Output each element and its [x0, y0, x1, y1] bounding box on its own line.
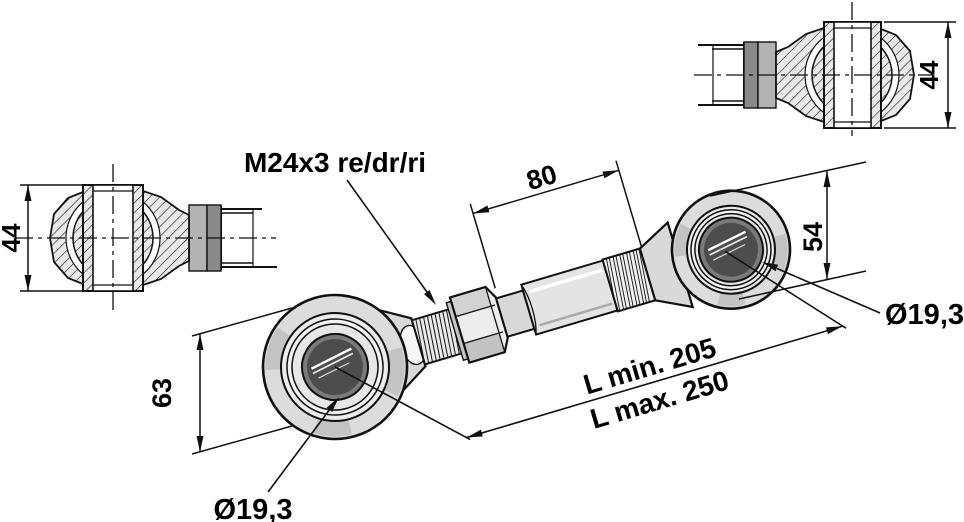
dim-54: 54 — [709, 161, 867, 300]
dim-54-label: 54 — [798, 222, 828, 252]
arrow-up-icon — [944, 22, 952, 38]
right-eye-neck — [638, 220, 695, 309]
arrow-down-icon — [196, 436, 204, 452]
arrow-left-icon — [473, 205, 490, 214]
bore-dia-left-label: Ø19,3 — [214, 494, 293, 522]
section-view-left: 44 — [0, 164, 277, 312]
leader-thread-spec: M24x3 re/dr/ri — [244, 147, 436, 305]
section-view-right: 44 — [694, 2, 956, 136]
dim-80-label: 80 — [523, 159, 560, 196]
dim-63: 63 — [147, 307, 293, 455]
arrow-right-icon — [602, 170, 619, 179]
leader-bore-dia-left: Ø19,3 — [214, 397, 339, 522]
dim-44-right-label: 44 — [914, 60, 944, 89]
hex-nut — [445, 285, 509, 365]
knurl-section — [601, 247, 657, 313]
sleeve — [520, 259, 619, 336]
dim-44-right — [884, 21, 956, 129]
arrow-up-icon — [196, 334, 204, 350]
arrow-icon — [423, 290, 436, 305]
dim-44-left-label: 44 — [0, 223, 26, 252]
thread-ridges — [415, 309, 460, 364]
dim-63-label: 63 — [147, 378, 177, 408]
bore-dia-right-label: Ø19,3 — [885, 299, 964, 331]
arrow-down-icon — [823, 263, 831, 279]
arrow-down-icon — [944, 112, 952, 128]
dim-44-left — [20, 184, 90, 292]
arrow-left-icon — [466, 429, 483, 438]
right-ball-eye — [670, 189, 792, 311]
arrow-down-icon — [24, 275, 32, 291]
left-ball-eye — [261, 293, 409, 441]
arrow-up-icon — [24, 185, 32, 201]
arrow-icon — [762, 262, 779, 272]
leader-bore-dia-right: Ø19,3 — [762, 262, 964, 331]
arrow-up-icon — [823, 171, 831, 187]
arrow-right-icon — [825, 326, 843, 335]
arrow-icon — [326, 397, 339, 412]
thread-spec-label: M24x3 re/dr/ri — [244, 147, 426, 178]
